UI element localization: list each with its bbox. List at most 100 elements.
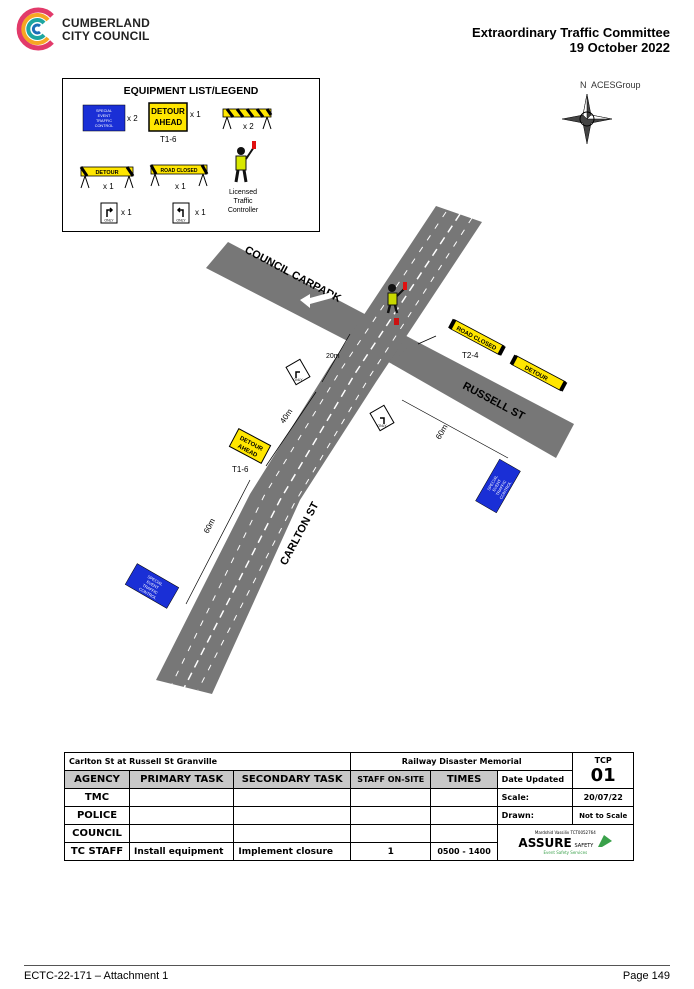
committee-title: Extraordinary Traffic Committee: [472, 25, 670, 40]
col-staff-onsite: STAFF ON-SITE: [349, 770, 432, 789]
legend-detour-ahead-line1: DETOUR: [151, 107, 185, 116]
compass-label: N ACESGroup: [580, 80, 641, 90]
council-name: CUMBERLAND CITY COUNCIL: [62, 17, 150, 43]
legend-graphics: SPECIAL EVENT TRAFFIC CONTROL x 2 DETOUR…: [79, 102, 273, 224]
date-updated-value: 20/07/22: [572, 788, 634, 807]
row-agency: TMC: [64, 788, 130, 807]
legend-special-qty: x 2: [127, 114, 138, 123]
map-special-event-sign-east: SPECIAL EVENT TRAFFIC CONTROL: [475, 458, 521, 514]
footer-divider: [24, 965, 670, 966]
map-dim-40m: 40m: [278, 407, 294, 425]
drawn-label: Drawn:: [496, 806, 574, 825]
legend-only-right-qty: x 1: [121, 208, 132, 217]
row-times: [430, 806, 498, 825]
map-dim-60m-b: 60m: [434, 423, 450, 441]
date-updated-label: Date Updated: [496, 770, 574, 789]
row-times: [430, 824, 498, 843]
legend-special-line3: TRAFFIC: [96, 119, 112, 123]
only-right-turn-sign-icon: ONLY: [100, 202, 118, 224]
map-detour-ahead-sign: DETOUR AHEAD: [228, 428, 272, 464]
legend-detour-ahead-line2: AHEAD: [154, 118, 183, 127]
council-logo-icon: [16, 7, 54, 51]
legend-road-closed-qty: x 1: [175, 182, 186, 191]
direction-arrow-icon: [300, 292, 332, 308]
council-name-line1: CUMBERLAND: [62, 16, 150, 30]
map-dim-20m: 20m: [326, 353, 340, 360]
table-header-row: Carlton St at Russell St Granville Railw…: [64, 752, 634, 789]
legend-controller-line2: Traffic: [233, 198, 253, 205]
row-times: [430, 788, 498, 807]
assure-brand: ASSURE: [518, 836, 572, 850]
map-dim-60m-a: 60m: [202, 517, 217, 535]
row-primary: [128, 824, 235, 843]
carlton-st-road: [156, 206, 482, 694]
assure-tagline: Event Safety Services: [543, 850, 588, 855]
document-header: Extraordinary Traffic Committee 19 Octob…: [472, 25, 670, 55]
row-secondary: [233, 806, 351, 825]
scale-value: Not to Scale: [572, 806, 634, 825]
row-staff: [349, 788, 432, 807]
council-name-line2: CITY COUNCIL: [62, 29, 150, 43]
table-event: Railway Disaster Memorial: [349, 752, 574, 771]
assure-brand-sub: SAFETY: [574, 843, 594, 849]
table-row: COUNCIL Mardshid Vassiliv TCT0052764 ASS…: [64, 824, 635, 861]
map-traffic-controller-icon: [386, 282, 407, 325]
legend-detour-text: DETOUR: [95, 170, 118, 176]
map-east-special-line2: EVENT: [491, 478, 502, 493]
row-agency: POLICE: [64, 806, 130, 825]
barrier-icon: [222, 108, 273, 130]
row-agency: TC STAFF: [64, 842, 130, 861]
compass-rose-icon: [562, 94, 612, 144]
row-secondary: [233, 824, 351, 843]
row-primary: Install equipment: [128, 842, 235, 861]
map-only-left-text: ONLY: [377, 424, 387, 428]
assure-logo-icon: [598, 835, 613, 847]
map-t1-6-label: T1-6: [232, 465, 249, 474]
legend-title: EQUIPMENT LIST/LEGEND: [123, 85, 259, 97]
footer-reference: ECTC-22-171 – Attachment 1: [24, 970, 169, 982]
only-left-turn-sign-icon: ONLY: [172, 202, 190, 224]
road-closed-barrier-icon: ROAD CLOSED: [149, 164, 209, 187]
map-detour-barrier: DETOUR: [509, 354, 568, 392]
table-location: Carlton St at Russell St Granville: [64, 752, 351, 771]
col-secondary-task: SECONDARY TASK: [233, 770, 351, 789]
col-times: TIMES: [430, 770, 498, 789]
tcp-number-cell: TCP 01: [572, 752, 634, 789]
legend-road-closed-text: ROAD CLOSED: [161, 168, 198, 174]
tcp-label: TCP: [594, 755, 612, 765]
committee-date: 19 October 2022: [569, 40, 670, 55]
row-staff: 1: [349, 842, 432, 861]
legend-detour-ahead-code: T1-6: [160, 135, 177, 144]
legend-only-right-text: ONLY: [104, 219, 114, 223]
legend-only-left-qty: x 1: [195, 208, 206, 217]
map-special-event-sign-south: SPECIAL EVENT TRAFFIC CONTROL: [124, 563, 180, 609]
special-event-sign-icon: SPECIAL EVENT TRAFFIC CONTROL: [82, 104, 126, 132]
detour-ahead-sign-icon: DETOUR AHEAD: [148, 102, 188, 132]
table-column-headers: AGENCY PRIMARY TASK SECONDARY TASK STAFF…: [64, 770, 634, 789]
map-only-left-sign-icon: ONLY: [369, 404, 395, 432]
map-only-right-sign-icon: ONLY: [285, 358, 311, 386]
legend-special-line2: EVENT: [98, 114, 111, 118]
footer-page-number: Page 149: [622, 970, 670, 982]
equipment-legend: EQUIPMENT LIST/LEGEND SPECIAL EVENT TRAF…: [62, 78, 320, 232]
row-staff: [349, 806, 432, 825]
row-agency: COUNCIL: [64, 824, 130, 843]
russell-st-road: [392, 340, 574, 458]
tcp-number: 01: [590, 764, 616, 786]
drawn-value: Mardshid Vassiliv TCT0052764: [534, 830, 596, 835]
row-times: 0500 - 1400: [430, 842, 498, 861]
compass-brand: ACESGroup: [591, 80, 641, 90]
row-primary: [128, 788, 235, 807]
legend-detour-ahead-qty: x 1: [190, 110, 201, 119]
tcp-table: Carlton St at Russell St Granville Railw…: [64, 752, 635, 861]
legend-detour-qty: x 1: [103, 182, 114, 191]
legend-only-left-text: ONLY: [176, 219, 186, 223]
compass-north-label: N: [580, 80, 587, 90]
traffic-controller-icon: [234, 141, 256, 183]
table-row: POLICE Drawn: Not to Scale: [64, 806, 634, 825]
map-south-special-line2: EVENT: [146, 579, 161, 590]
legend-controller-line3: Controller: [228, 207, 259, 214]
row-staff: [349, 824, 432, 843]
map-only-right-text: ONLY: [293, 378, 303, 382]
legend-barrier-qty: x 2: [243, 122, 254, 131]
